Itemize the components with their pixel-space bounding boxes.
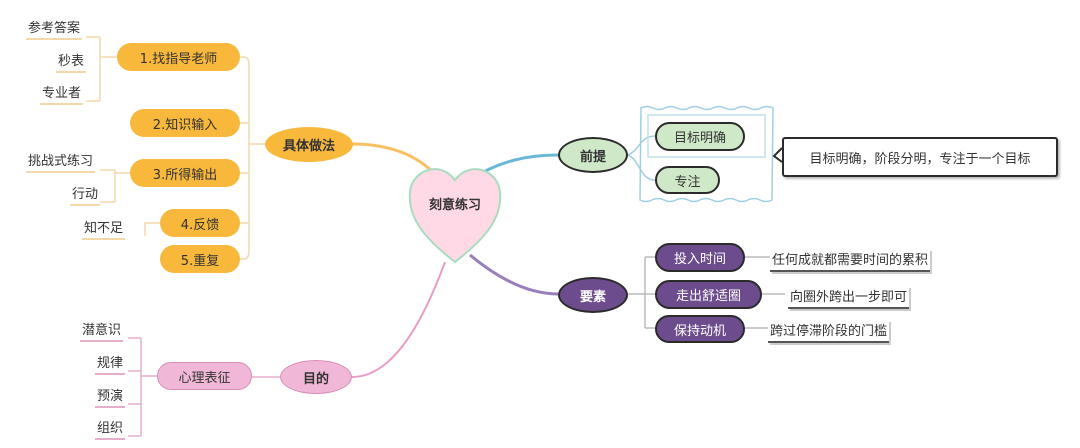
subtopic-output[interactable]: 3.所得输出 — [130, 159, 240, 187]
leaf-expert[interactable]: 专业者 — [40, 82, 84, 105]
leaf-organization[interactable]: 组织 — [95, 417, 126, 440]
leaf-stopwatch[interactable]: 秒表 — [56, 50, 87, 73]
topic-methods[interactable]: 具体做法 — [265, 127, 353, 162]
topic-purpose[interactable]: 目的 — [280, 360, 352, 394]
boundary-wavy — [639, 105, 774, 203]
leaf-rehearsal[interactable]: 预演 — [95, 385, 126, 408]
leaf-pattern[interactable]: 规律 — [95, 352, 126, 375]
topic-premise[interactable]: 前提 — [558, 137, 628, 173]
link-center-purpose — [351, 261, 446, 378]
leaf-action[interactable]: 行动 — [70, 183, 101, 206]
subtopic-focus[interactable]: 专注 — [655, 166, 720, 194]
subtopic-knowledge-input[interactable]: 2.知识输入 — [130, 109, 240, 137]
leaf-know-shortfall[interactable]: 知不足 — [82, 217, 126, 240]
center-heart-shape — [408, 168, 502, 264]
leaf-challenge-practice[interactable]: 挑战式练习 — [26, 150, 96, 173]
center-topic[interactable]: 刻意练习 — [408, 158, 502, 264]
subtopic-find-mentor[interactable]: 1.找指导老师 — [117, 43, 240, 71]
subtopic-repeat[interactable]: 5.重复 — [160, 245, 240, 273]
note-accumulate-time[interactable]: 任何成就都需要时间的累积 — [770, 249, 931, 272]
leaf-reference-answer[interactable]: 参考答案 — [26, 17, 83, 40]
subtopic-leave-comfort-zone[interactable]: 走出舒适圈 — [655, 280, 762, 309]
topic-elements[interactable]: 要素 — [558, 277, 628, 313]
subtopic-clear-goal[interactable]: 目标明确 — [655, 122, 745, 151]
subtopic-mental-representation[interactable]: 心理表征 — [157, 362, 252, 390]
link-center-elements — [469, 253, 559, 296]
subtopic-feedback[interactable]: 4.反馈 — [160, 209, 240, 237]
leaf-subconscious[interactable]: 潜意识 — [80, 319, 124, 342]
subtopic-invest-time[interactable]: 投入时间 — [655, 243, 745, 272]
subtopic-keep-motivation[interactable]: 保持动机 — [655, 315, 745, 343]
note-step-out[interactable]: 向圈外跨出一步即可 — [788, 286, 910, 309]
note-cross-plateau[interactable]: 跨过停滞阶段的门槛 — [768, 320, 890, 343]
center-topic-label: 刻意练习 — [428, 197, 481, 213]
premise-callout: 目标明确，阶段分明，专注于一个目标 — [782, 137, 1058, 177]
